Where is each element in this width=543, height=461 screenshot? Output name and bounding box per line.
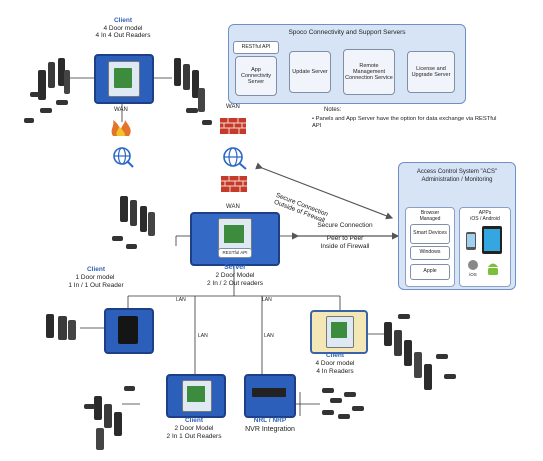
app-connectivity-server: App Connectivity Server xyxy=(235,56,277,96)
connectivity-servers-box: Spoco Connectivity and Support Servers R… xyxy=(228,24,466,104)
top-client-title: Client xyxy=(113,17,133,24)
right-client-line1: 4 Door model xyxy=(315,360,355,367)
browser-managed-label: Browser Managed xyxy=(419,210,441,222)
single-door-controller xyxy=(118,316,138,344)
right-client-line2: 4 In Readers xyxy=(316,368,354,375)
bottom-client-title: Client xyxy=(184,417,204,424)
apps-line2: iOS / Android xyxy=(470,216,500,222)
nvr-panel xyxy=(244,374,296,418)
phone-icon xyxy=(466,232,476,250)
license-upgrade-server: License and Upgrade Server xyxy=(407,51,455,93)
right-client-title: Client xyxy=(325,352,345,359)
server-line2: 2 In / 2 Out readers xyxy=(206,280,263,287)
apple-logo-icon xyxy=(468,260,478,270)
top-client-panel xyxy=(94,54,154,104)
firewall-brick-icon-bottom xyxy=(221,176,247,192)
nvr-recorder-icon xyxy=(252,388,286,397)
secure-lan-label: Secure Connection Peer to Peer Inside of… xyxy=(300,222,390,250)
control-board xyxy=(108,61,140,97)
bottom-client-board xyxy=(182,380,212,412)
secure-lan-line1: Secure Connection xyxy=(317,222,373,229)
bottom-client-line1: 2 Door Model xyxy=(174,425,214,432)
apps-line1: APPs xyxy=(478,210,492,216)
secure-lan-line2: Peer to Peer xyxy=(326,235,364,243)
left-client-title: Client xyxy=(86,266,106,273)
top-client-line2: 4 In 4 Out Readers xyxy=(95,32,151,39)
left-client-line1: 1 Door model xyxy=(75,274,115,281)
server-wan-label: WAN xyxy=(226,204,240,210)
restful-api-box: RESTful API xyxy=(233,41,279,54)
acs-title-line2: Administration / Monitoring xyxy=(421,177,493,183)
firewall-brick-icon-top xyxy=(220,118,246,134)
acs-apps-panel: APPs iOS / Android iOS xyxy=(459,207,511,287)
globe-icon-center xyxy=(222,146,248,170)
remote-management-service: Remote Management Connection Service xyxy=(343,49,395,95)
notes-bullet-text: Panels and App Server have the option fo… xyxy=(312,116,497,130)
top-client-line1: 4 Door model xyxy=(103,25,143,32)
lan-label-2: LAN xyxy=(262,297,272,303)
secure-lan-line3: Inside of Firewall xyxy=(320,242,370,250)
firewall-icon-left xyxy=(107,118,135,138)
lan-label-4: LAN xyxy=(264,333,274,339)
notes-bullet: • Panels and App Server have the option … xyxy=(312,116,502,130)
lan-label-1: LAN xyxy=(176,297,186,303)
acs-title-line1: Access Control System "ACS" xyxy=(416,169,498,175)
right-client-board xyxy=(326,316,354,348)
bottom-client-panel xyxy=(166,374,226,418)
nvr-line1: NVR Integration xyxy=(245,426,295,433)
server-title: Server xyxy=(224,264,246,271)
right-client-panel xyxy=(310,310,368,354)
globe-icon-left xyxy=(112,146,134,168)
windows-box: Windows xyxy=(410,246,450,260)
connectivity-title: Spoco Connectivity and Support Servers xyxy=(288,29,406,36)
update-server: Update Server xyxy=(289,51,331,93)
server-panel: RESTful API xyxy=(190,212,280,266)
smart-devices-box: Smart Devices xyxy=(410,224,450,244)
bottom-client-line2: 2 In 1 Out Readers xyxy=(166,433,222,440)
apple-box: Apple xyxy=(410,264,450,280)
bullet-dot: • xyxy=(312,116,316,122)
server-line1: 2 Door Model xyxy=(215,272,255,279)
left-client-panel xyxy=(104,308,154,354)
server-restful-badge: RESTful API xyxy=(218,248,252,258)
acs-browser-panel: Browser Managed Smart Devices Windows Ap… xyxy=(405,207,455,287)
android-icon xyxy=(486,260,500,276)
left-client-line2: 1 In / 1 Out Reader xyxy=(68,282,124,289)
nvr-title: NRL / NRP xyxy=(253,417,287,424)
acs-box: Access Control System "ACS" Administrati… xyxy=(398,162,516,290)
notes-title: Notes: xyxy=(324,107,342,113)
cloud-wan-label: WAN xyxy=(226,104,240,110)
tablet-icon xyxy=(482,226,502,254)
ios-label: iOS xyxy=(469,272,477,277)
lan-label-3: LAN xyxy=(198,333,208,339)
top-client-wan-label: WAN xyxy=(114,107,128,113)
